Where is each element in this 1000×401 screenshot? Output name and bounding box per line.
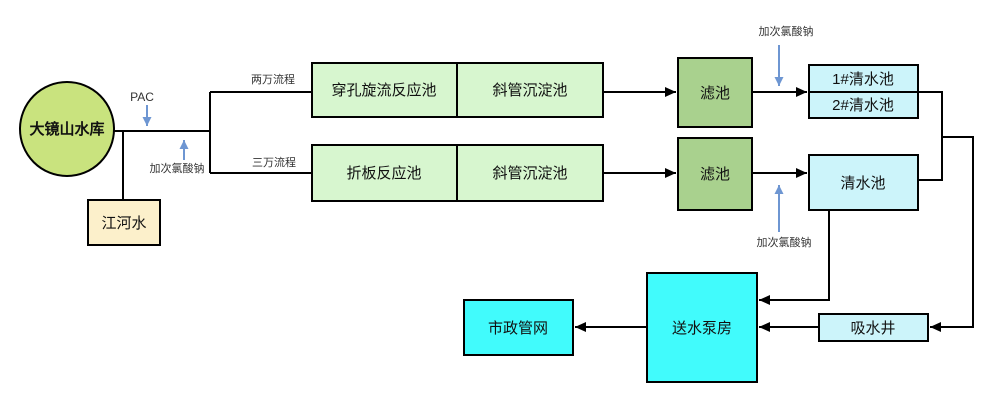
node-settler-top (456, 62, 604, 118)
node-clearwell-1-label: 1#清水池 (832, 71, 894, 88)
node-clearwell-main (808, 154, 919, 211)
node-municipal-network-label: 市政管网 (488, 320, 548, 337)
node-reactor-top-label: 穿孔旋流反应池 (331, 81, 436, 99)
node-reservoir-label: 大镜山水库 (29, 120, 104, 138)
node-filter-top-label: 滤池 (700, 85, 730, 102)
node-filter-bottom-label: 滤池 (700, 166, 730, 183)
route-20k-label: 两万流程 (251, 72, 295, 86)
dose-label-mid-right: 加次氯酸钠 (757, 235, 812, 249)
arrow-clearwells-to-suction-well (930, 136, 974, 332)
dose-label-top-right: 加次氯酸钠 (759, 24, 814, 38)
node-clearwell-2 (808, 91, 919, 119)
node-reservoir (19, 81, 115, 177)
node-suction-well (818, 313, 929, 342)
node-clearwell-2-label: 2#清水池 (832, 97, 894, 114)
node-clearwell-main-label: 清水池 (840, 175, 885, 192)
node-settler-bottom-label: 斜管沉淀池 (492, 165, 567, 182)
arrow-clearwell-to-pump-house (759, 210, 830, 305)
pac-label: PAC (130, 90, 154, 104)
node-pump-house (646, 272, 758, 383)
node-filter-top (677, 57, 753, 128)
node-clearwell-1 (808, 64, 919, 93)
node-suction-well-label: 吸水井 (850, 320, 895, 337)
node-settler-top-label: 斜管沉淀池 (492, 82, 567, 99)
route-30k-label: 三万流程 (252, 155, 296, 169)
node-reactor-bottom (311, 144, 458, 202)
dose-label-left: 加次氯酸钠 (150, 161, 205, 175)
node-river (87, 199, 161, 246)
node-municipal-network (463, 299, 574, 356)
node-reactor-top (311, 62, 458, 118)
node-pump-house-label: 送水泵房 (672, 320, 732, 337)
node-settler-bottom (456, 144, 604, 202)
node-filter-bottom (677, 137, 753, 211)
line-clearwells-link (918, 91, 943, 181)
node-reactor-bottom-label: 折板反应池 (346, 164, 421, 182)
node-river-label: 江河水 (101, 215, 146, 232)
